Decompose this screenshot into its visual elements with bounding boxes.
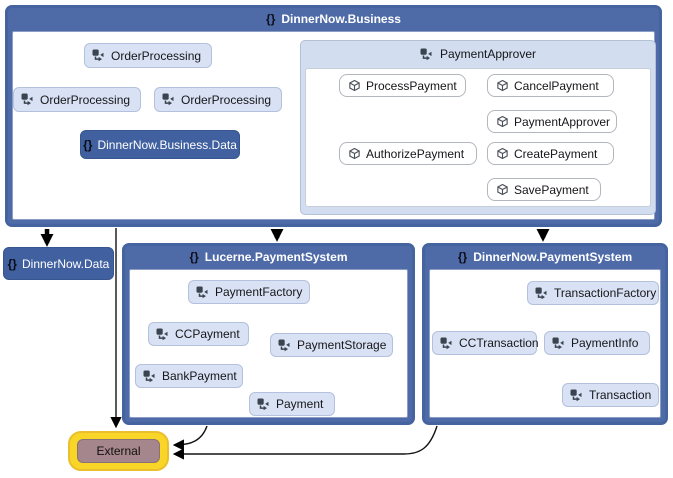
node-label: DinnerNow.Business.Data	[97, 137, 237, 152]
node-orderprocessing-left[interactable]: OrderProcessing	[13, 87, 141, 112]
class-icon	[535, 287, 547, 299]
container-lucerne-paymentsystem-header[interactable]: {} Lucerne.PaymentSystem	[125, 246, 412, 268]
node-label: PaymentStorage	[297, 338, 387, 352]
node-external[interactable]: External	[68, 431, 169, 471]
edge-lucerne-to-external[interactable]	[172, 425, 208, 451]
class-icon	[21, 93, 33, 106]
container-title: DinnerNow.PaymentSystem	[473, 250, 633, 264]
node-orderprocessing-right[interactable]: OrderProcessing	[154, 87, 282, 112]
namespace-icon: {}	[457, 250, 468, 264]
node-label: SavePayment	[514, 182, 589, 197]
group-title: PaymentApprover	[439, 47, 537, 61]
node-cctransaction[interactable]: CCTransaction	[432, 331, 539, 355]
container-dinnernow-paymentsystem-header[interactable]: {} DinnerNow.PaymentSystem	[425, 246, 665, 268]
namespace-icon: {}	[7, 256, 17, 271]
container-title: DinnerNow.Business	[281, 12, 401, 26]
node-label: DinnerNow.Data	[21, 256, 110, 271]
namespace-icon: {}	[189, 250, 199, 264]
node-payment[interactable]: Payment	[249, 392, 335, 416]
class-icon	[440, 337, 452, 349]
node-transaction[interactable]: Transaction	[562, 383, 659, 407]
node-label: CreatePayment	[514, 146, 598, 161]
node-processpayment[interactable]: ProcessPayment	[339, 74, 466, 97]
container-dinnernow-business-header[interactable]: {} DinnerNow.Business	[8, 8, 659, 30]
node-paymentstorage[interactable]: PaymentStorage	[270, 333, 393, 357]
cube-icon	[497, 183, 508, 196]
node-authorizepayment[interactable]: AuthorizePayment	[339, 142, 477, 165]
cube-icon	[349, 79, 360, 92]
node-label: PaymentApprover	[514, 114, 611, 129]
node-label: CCPayment	[175, 327, 240, 341]
node-label: BankPayment	[162, 369, 237, 383]
node-label: PaymentFactory	[215, 285, 303, 299]
node-label: External	[96, 444, 141, 458]
namespace-icon: {}	[266, 12, 276, 26]
class-icon	[570, 389, 582, 401]
node-dinnernow-data[interactable]: {} DinnerNow.Data	[3, 247, 114, 280]
node-ccpayment[interactable]: CCPayment	[148, 322, 249, 346]
node-createpayment[interactable]: CreatePayment	[487, 142, 614, 165]
node-label: AuthorizePayment	[366, 146, 465, 161]
node-label: CancelPayment	[514, 78, 599, 93]
node-label: Payment	[276, 397, 324, 411]
class-icon	[156, 328, 168, 340]
namespace-icon: {}	[83, 137, 93, 152]
node-orderprocessing-top[interactable]: OrderProcessing	[84, 43, 212, 68]
node-savepayment[interactable]: SavePayment	[487, 178, 601, 201]
class-icon	[92, 49, 104, 62]
class-icon	[162, 93, 174, 106]
node-paymentfactory[interactable]: PaymentFactory	[188, 280, 310, 304]
node-label: OrderProcessing	[181, 92, 272, 107]
container-title: Lucerne.PaymentSystem	[204, 250, 348, 264]
class-icon	[257, 398, 269, 410]
node-paymentapprover[interactable]: PaymentApprover	[487, 110, 617, 133]
class-icon	[196, 286, 208, 298]
class-icon	[420, 48, 432, 60]
node-label: PaymentInfo	[571, 336, 639, 350]
node-label: OrderProcessing	[111, 48, 202, 63]
cube-icon	[349, 147, 360, 160]
node-cancelpayment[interactable]: CancelPayment	[487, 74, 614, 97]
class-icon	[143, 370, 155, 382]
group-paymentapprover-header[interactable]: PaymentApprover	[301, 41, 655, 67]
node-bankpayment[interactable]: BankPayment	[135, 364, 243, 388]
cube-icon	[497, 115, 508, 128]
class-icon	[278, 339, 290, 351]
node-label: CCTransaction	[459, 336, 539, 350]
node-transactionfactory[interactable]: TransactionFactory	[527, 281, 659, 305]
edge-dinnernow-paymentsystem-to-external[interactable]	[172, 425, 438, 460]
node-label: Transaction	[589, 388, 652, 402]
node-paymentinfo[interactable]: PaymentInfo	[544, 331, 650, 355]
node-label: ProcessPayment	[366, 78, 457, 93]
node-label: OrderProcessing	[40, 92, 131, 107]
node-dinnernow-business-data[interactable]: {} DinnerNow.Business.Data	[80, 130, 240, 159]
class-icon	[552, 337, 564, 349]
node-external-inner: External	[77, 439, 160, 463]
cube-icon	[497, 79, 508, 92]
node-label: TransactionFactory	[554, 286, 657, 300]
cube-icon	[497, 147, 508, 160]
